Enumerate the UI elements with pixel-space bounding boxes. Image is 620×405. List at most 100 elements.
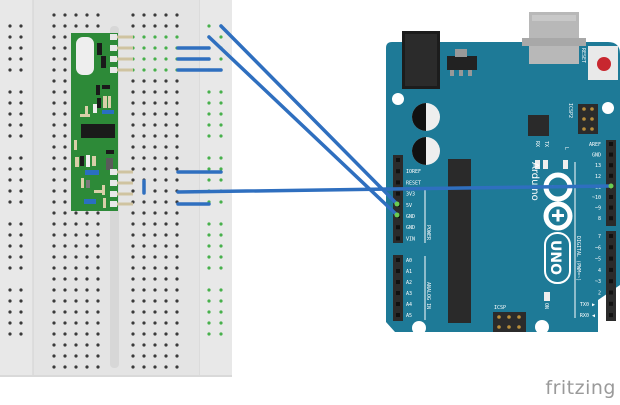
rail-hole[interactable]: [19, 90, 23, 94]
rail-hole[interactable]: [207, 288, 211, 292]
rail-hole[interactable]: [8, 189, 12, 193]
breadboard-hole[interactable]: [74, 244, 78, 248]
breadboard-hole[interactable]: [142, 134, 146, 138]
header-socket[interactable]: [396, 191, 400, 196]
header-socket[interactable]: [396, 258, 400, 262]
breadboard-hole[interactable]: [175, 365, 179, 369]
breadboard-hole[interactable]: [164, 321, 168, 325]
breadboard-hole[interactable]: [85, 343, 89, 347]
breadboard-hole[interactable]: [142, 145, 146, 149]
breadboard-hole[interactable]: [131, 288, 135, 292]
wire-5v[interactable]: [219, 24, 399, 206]
breadboard-hole[interactable]: [63, 255, 67, 259]
breadboard-hole[interactable]: [96, 343, 100, 347]
breadboard-hole[interactable]: [175, 222, 179, 226]
breadboard-hole[interactable]: [96, 299, 100, 303]
breadboard-hole[interactable]: [153, 365, 157, 369]
breadboard-hole[interactable]: [175, 244, 179, 248]
header-socket[interactable]: [609, 163, 613, 168]
rail-hole[interactable]: [207, 266, 211, 270]
breadboard-hole[interactable]: [96, 310, 100, 314]
breadboard-hole[interactable]: [96, 13, 100, 17]
breadboard-hole[interactable]: [52, 68, 56, 72]
breadboard-hole[interactable]: [63, 123, 67, 127]
breadboard-hole[interactable]: [153, 211, 157, 215]
breadboard-hole[interactable]: [142, 68, 146, 72]
breadboard-hole[interactable]: [164, 90, 168, 94]
breadboard-hole[interactable]: [74, 288, 78, 292]
breadboard-hole[interactable]: [175, 35, 179, 39]
breadboard-hole[interactable]: [142, 299, 146, 303]
breadboard-hole[interactable]: [52, 24, 56, 28]
header-socket[interactable]: [396, 291, 400, 295]
header-socket[interactable]: [609, 290, 613, 295]
rail-hole[interactable]: [219, 255, 223, 259]
breadboard-hole[interactable]: [175, 178, 179, 182]
breadboard-hole[interactable]: [131, 244, 135, 248]
breadboard-hole[interactable]: [74, 211, 78, 215]
breadboard-hole[interactable]: [131, 134, 135, 138]
rail-hole[interactable]: [8, 200, 12, 204]
breadboard-hole[interactable]: [164, 255, 168, 259]
breadboard-hole[interactable]: [131, 354, 135, 358]
breadboard-hole[interactable]: [52, 200, 56, 204]
header-socket[interactable]: [609, 245, 613, 250]
breadboard-hole[interactable]: [175, 233, 179, 237]
rail-hole[interactable]: [8, 244, 12, 248]
breadboard-hole[interactable]: [63, 57, 67, 61]
breadboard-hole[interactable]: [175, 123, 179, 127]
breadboard-hole[interactable]: [63, 112, 67, 116]
breadboard-hole[interactable]: [131, 90, 135, 94]
breadboard-hole[interactable]: [164, 354, 168, 358]
rail-hole[interactable]: [219, 222, 223, 226]
rail-hole[interactable]: [207, 255, 211, 259]
rail-hole[interactable]: [219, 321, 223, 325]
breadboard-hole[interactable]: [164, 222, 168, 226]
breadboard-hole[interactable]: [142, 332, 146, 336]
breadboard-hole[interactable]: [175, 277, 179, 281]
breadboard-hole[interactable]: [96, 288, 100, 292]
rail-hole[interactable]: [219, 123, 223, 127]
rail-hole[interactable]: [19, 288, 23, 292]
breadboard-hole[interactable]: [63, 145, 67, 149]
rail-hole[interactable]: [19, 156, 23, 160]
breadboard-hole[interactable]: [131, 101, 135, 105]
breadboard-hole[interactable]: [131, 343, 135, 347]
breadboard-hole[interactable]: [175, 299, 179, 303]
rail-hole[interactable]: [8, 123, 12, 127]
breadboard-hole[interactable]: [52, 299, 56, 303]
breadboard-hole[interactable]: [131, 13, 135, 17]
rail-hole[interactable]: [219, 35, 223, 39]
breadboard-hole[interactable]: [175, 167, 179, 171]
breadboard-hole[interactable]: [63, 35, 67, 39]
rail-hole[interactable]: [8, 112, 12, 116]
breadboard-hole[interactable]: [175, 288, 179, 292]
breadboard-hole[interactable]: [153, 145, 157, 149]
breadboard-hole[interactable]: [153, 288, 157, 292]
header-socket[interactable]: [609, 267, 613, 272]
breadboard-hole[interactable]: [96, 222, 100, 226]
breadboard-hole[interactable]: [142, 211, 146, 215]
rail-hole[interactable]: [19, 24, 23, 28]
breadboard-hole[interactable]: [52, 35, 56, 39]
breadboard-hole[interactable]: [85, 233, 89, 237]
breadboard-hole[interactable]: [175, 79, 179, 83]
breadboard-hole[interactable]: [164, 112, 168, 116]
breadboard-hole[interactable]: [131, 156, 135, 160]
breadboard-hole[interactable]: [96, 365, 100, 369]
breadboard-hole[interactable]: [164, 178, 168, 182]
rail-hole[interactable]: [8, 321, 12, 325]
breadboard-hole[interactable]: [52, 332, 56, 336]
breadboard-hole[interactable]: [52, 156, 56, 160]
breadboard-hole[interactable]: [142, 233, 146, 237]
breadboard-hole[interactable]: [63, 310, 67, 314]
rail-hole[interactable]: [207, 321, 211, 325]
header-socket[interactable]: [609, 234, 613, 238]
rail-hole[interactable]: [8, 299, 12, 303]
breadboard-hole[interactable]: [164, 24, 168, 28]
breadboard-hole[interactable]: [85, 354, 89, 358]
breadboard-hole[interactable]: [164, 189, 168, 193]
rail-hole[interactable]: [19, 233, 23, 237]
rail-hole[interactable]: [8, 233, 12, 237]
breadboard-hole[interactable]: [63, 156, 67, 160]
